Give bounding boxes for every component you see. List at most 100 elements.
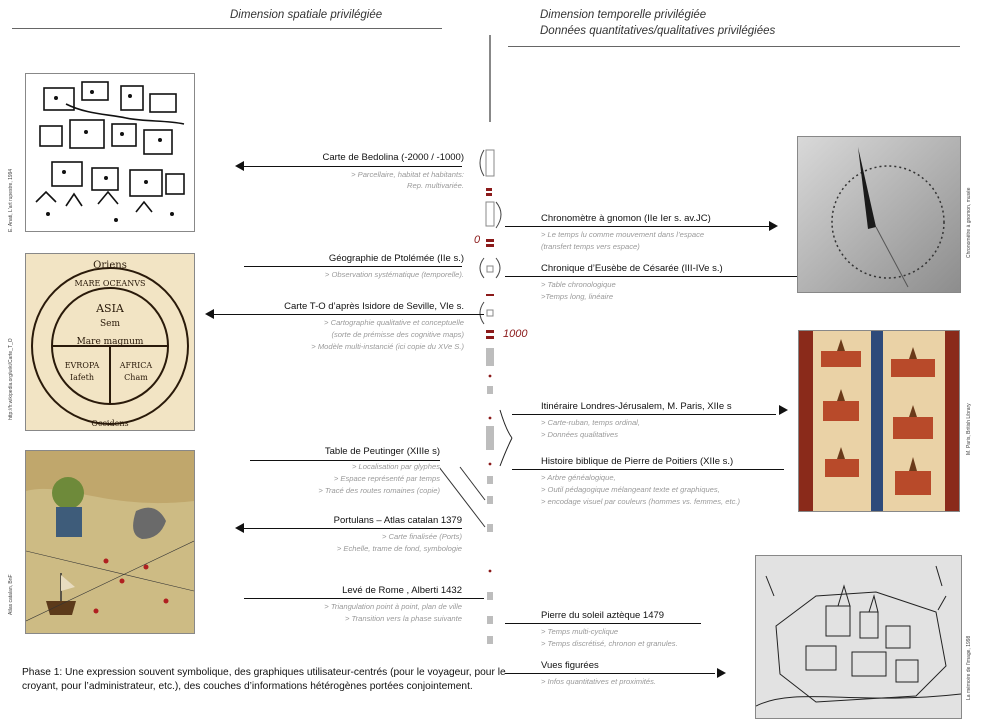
map-label-iafeth: Iafeth [70,373,94,382]
header-quantitative: Données quantitatives/qualitatives privi… [540,25,776,37]
timeline-bar [487,636,493,644]
header-rule-left [12,28,442,29]
eusebe-sub-2: >Temps long, linéaire [541,292,614,301]
timeline-tick [486,239,494,242]
timeline-bar [487,524,493,532]
bedolina-sub-2: Rep. multivariée. [407,181,464,190]
timeline-bracket [495,201,502,229]
timeline-bar [487,496,493,504]
timeline-mark-1000: 1000 [503,328,528,340]
timeline-tick [486,193,492,196]
phase-description: Phase 1: Une expression souvent symboliq… [22,667,506,692]
rome-sub-2: > Transition vers la phase suivante [345,614,462,623]
rome-sub-1: > Triangulation point à point, plan de v… [324,602,462,611]
to-map-sub-2: (sorte de prémisse des cognitive maps) [331,330,464,339]
timeline-bracket [495,257,501,279]
timeline-bar [486,426,494,450]
peutinger-sub-2: > Espace représenté par temps [333,474,440,483]
connector-peutinger [440,467,486,528]
eusebe-title: Chronique d’Eusèbe de Césarée (III-IVe s… [541,263,723,274]
gnomon-title: Chronomètre à gnomon (IIe Ier s. av.JC) [541,213,711,224]
portulans-sub-1: > Carte finalisée (Ports) [382,532,462,541]
timeline-bar [487,616,493,624]
map-label-mare: Mare magnum [77,337,144,347]
timeline-dot [488,416,492,420]
brace-right [499,409,513,467]
to-map-arrow [205,309,214,319]
catalan-drawing [26,451,194,633]
to-map-title: Carte T-O d’après Isidore de Seville, VI… [284,301,464,312]
vue-credit: La mémoire de l'image, 1998 [966,635,972,700]
vue-figuree-image [755,555,962,719]
london-jerusalem-image [798,330,960,512]
catalan-atlas-image [25,450,195,634]
header-temporal: Dimension temporelle privilégiée [540,9,707,21]
paris-credit: M. Paris, British Library [966,403,972,455]
pierre-soleil-sub-2: > Temps discrétisé, chronon et granules. [541,639,678,648]
gnomon-drawing [798,137,960,292]
itineraire-arrow [779,405,788,415]
to-map-sub-1: > Cartographie qualitative et conceptuel… [324,318,464,327]
timeline-block [486,309,494,317]
timeline-block [486,265,494,273]
timeline-block [485,149,495,177]
timeline-tick [486,330,494,333]
map-label-orient: Oriens [93,260,127,271]
portulans-underline [244,528,462,529]
histoire-sub-2: > Outil pédagogique mélangeant texte et … [541,485,720,494]
timeline-tick [486,188,492,191]
to-map-sub-3: > Modèle multi-instancié (ici copie du X… [311,342,464,351]
timeline-bar [487,592,493,600]
map-label-sem: Sem [100,319,120,329]
to-map-image: Oriens Occidens ASIA Sem Mare magnum EVR… [25,253,195,431]
itineraire-sub-1: > Carte-ruban, temps ordinal, [541,418,640,427]
bedolina-arrow [235,161,244,171]
itinerary-drawing [799,331,959,511]
map-label-africa: AFRICA [119,361,153,370]
to-map-credit: http://fr.wikipedia.org/wiki/Carte_T_O [8,338,14,420]
timeline-bracket [479,257,485,279]
gnomon-underline [505,226,769,227]
map-label-ocean: MARE OCEANVS [75,279,146,288]
peutinger-sub-3: > Tracé des routes romaines (copie) [318,486,440,495]
portulans-title: Portulans – Atlas catalan 1379 [333,515,462,526]
timeline-tick [486,336,494,339]
vues-sub-1: > Infos quantitatives et proximités. [541,677,657,686]
gnomon-credit: Chronomètre à gnomon, musée [966,187,972,258]
rome-title: Levé de Rome , Alberti 1432 [342,585,462,596]
timeline [440,35,513,644]
peutinger-title: Table de Peutinger (XIIIe s) [324,446,440,457]
histoire-sub-1: > Arbre généalogique, [541,473,616,482]
gnomon-sub-2: (transfert temps vers espace) [541,242,640,251]
pierre-soleil-underline [505,623,701,624]
map-label-occident: Occidens [91,419,128,428]
connector-peutinger-2 [459,466,486,501]
bedolina-title: Carte de Bedolina (-2000 / -1000) [322,152,464,163]
histoire-underline [512,469,784,470]
bedolina-map-image [25,73,195,232]
timeline-bar [487,476,493,484]
bedolina-sub-1: > Parcellaire, habitat et habitants: [351,170,464,179]
timeline-dot [488,462,492,466]
timeline-bracket [479,149,485,177]
vues-title: Vues figurées [541,660,599,671]
timeline-block [485,201,495,227]
pierre-soleil-sub-1: > Temps multi-cyclique [541,627,619,636]
vues-underline [505,673,715,674]
histoire-sub-3: > encodage visuel par couleurs (hommes v… [541,497,740,506]
pierre-soleil-title: Pierre du soleil aztèque 1479 [541,610,665,621]
vues-arrow [717,668,726,678]
portulans-sub-2: > Echelle, trame de fond, symbologie [336,544,462,553]
timeline-tick [486,244,494,247]
eusebe-sub-1: > Table chronologique [541,280,616,289]
to-map-underline [214,314,484,315]
timeline-tick [486,294,494,296]
itineraire-title: Itinéraire Londres-Jérusalem, M. Paris, … [541,401,732,412]
catalan-credit: Atlas catalan, BnF [8,574,14,615]
ptolemee-title: Géographie de Ptolémée (IIe s.) [328,253,464,264]
eusebe-underline [505,276,797,277]
peutinger-sub-1: > Localisation par glyphes [351,462,440,471]
gnomon-arrow [769,221,778,231]
itineraire-underline [512,414,776,415]
